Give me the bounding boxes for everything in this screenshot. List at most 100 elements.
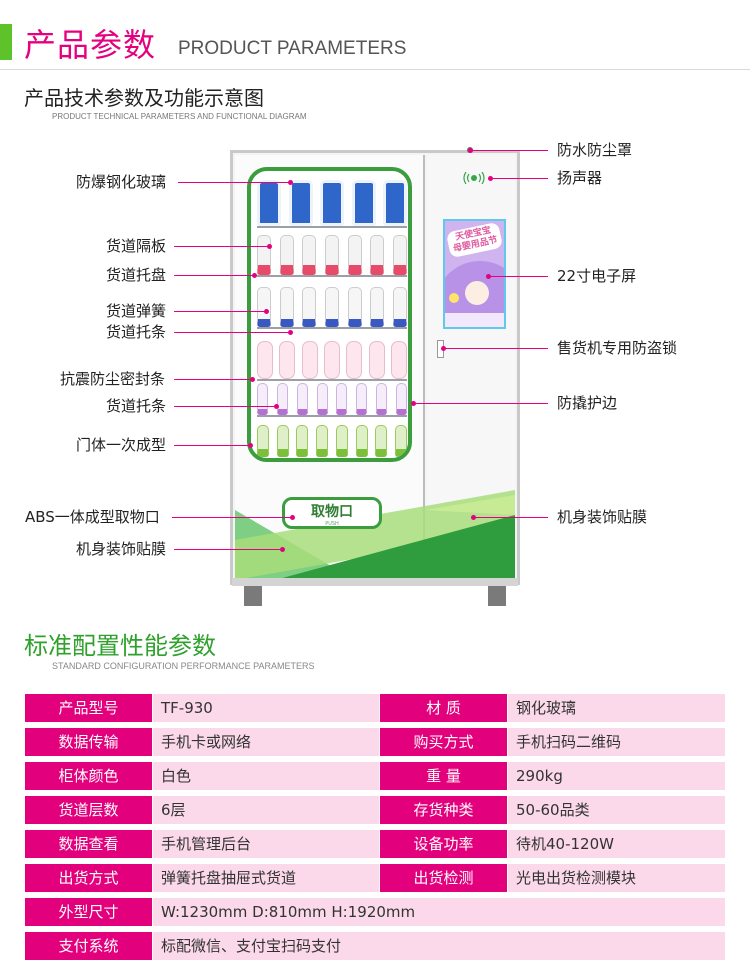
callout-screen: 22寸电子屏 xyxy=(557,267,637,285)
product-bottle-icon xyxy=(257,287,271,327)
table-row: 数据传输 手机卡或网络 购买方式 手机扫码二维码 xyxy=(25,728,725,756)
callout-dot xyxy=(280,547,285,552)
table-row: 产品型号 TF-930 材 质 钢化玻璃 xyxy=(25,694,725,722)
product-bottle-icon xyxy=(351,180,376,226)
product-bottle-icon xyxy=(368,341,385,379)
spec-label: 柜体颜色 xyxy=(25,762,152,790)
product-bottle-icon xyxy=(302,287,317,327)
product-bottle-icon xyxy=(324,235,339,275)
callout-channel-bracket-1: 货道托条 xyxy=(106,323,167,341)
callout-channel-bracket-2: 货道托条 xyxy=(106,397,167,415)
diagram-title: 产品技术参数及功能示意图 xyxy=(24,86,264,110)
product-bottle-icon xyxy=(335,425,348,457)
callout-dot xyxy=(264,309,269,314)
product-bottle-icon xyxy=(320,180,344,226)
baby-illustration-icon xyxy=(465,281,489,305)
callout-speaker: 扬声器 xyxy=(557,169,603,187)
spec-value: 标配微信、支付宝扫码支付 xyxy=(153,932,725,960)
product-bottle-icon xyxy=(276,425,289,457)
spec-label: 产品型号 xyxy=(25,694,152,722)
spec-value: 50-60品类 xyxy=(508,796,725,824)
product-bottle-icon xyxy=(279,341,296,379)
spec-value: 手机扫码二维码 xyxy=(508,728,725,756)
callout-body-film-right: 机身装饰贴膜 xyxy=(557,508,648,526)
callout-line xyxy=(174,406,276,407)
spec-label: 出货方式 xyxy=(25,864,152,892)
product-bottle-icon xyxy=(394,425,407,457)
callout-dot xyxy=(411,401,416,406)
product-bottle-icon xyxy=(276,383,288,415)
callout-channel-tray: 货道托盘 xyxy=(106,266,167,284)
spec-label: 材 质 xyxy=(380,694,507,722)
callout-body-film-left: 机身装饰贴膜 xyxy=(76,540,167,558)
machine-foot-right xyxy=(488,586,506,606)
callout-line xyxy=(415,403,548,404)
spec-label: 支付系统 xyxy=(25,932,152,960)
product-bottle-icon xyxy=(346,341,363,379)
callout-line xyxy=(174,275,254,276)
product-bottle-icon xyxy=(375,425,388,457)
shelf-row xyxy=(257,281,407,329)
callout-dot xyxy=(290,515,295,520)
callout-line xyxy=(492,178,548,179)
callout-dot xyxy=(288,180,293,185)
callout-line xyxy=(174,311,266,312)
product-bottle-icon xyxy=(257,341,273,379)
machine-foot-left xyxy=(244,586,262,606)
product-bottle-icon xyxy=(279,287,294,327)
product-bottle-icon xyxy=(355,425,368,457)
spec-label: 数据查看 xyxy=(25,830,152,858)
spec-value: TF-930 xyxy=(153,694,379,722)
product-bottle-icon xyxy=(395,383,407,415)
shelf-row xyxy=(257,381,407,417)
callout-channel-spring: 货道弹簧 xyxy=(106,302,167,320)
star-icon xyxy=(449,293,459,303)
product-bottle-icon xyxy=(370,235,385,275)
callout-dot xyxy=(488,176,493,181)
spec-value: 待机40-120W xyxy=(508,830,725,858)
callout-line xyxy=(174,246,269,247)
callout-dot xyxy=(252,273,257,278)
spec-label: 数据传输 xyxy=(25,728,152,756)
spec-label: 重 量 xyxy=(380,762,507,790)
spec-value: 白色 xyxy=(153,762,379,790)
table-row: 支付系统 标配微信、支付宝扫码支付 xyxy=(25,932,725,960)
product-bottle-icon xyxy=(257,425,269,457)
shelf-row xyxy=(257,173,407,228)
spec-label: 货道层数 xyxy=(25,796,152,824)
product-bottle-icon xyxy=(257,383,268,415)
callout-pry-guard: 防撬护边 xyxy=(557,394,618,412)
spec-label: 存货种类 xyxy=(380,796,507,824)
spec-value: 光电出货检测模块 xyxy=(508,864,725,892)
pickup-label: 取物口 xyxy=(311,504,353,520)
spec-value: 手机管理后台 xyxy=(153,830,379,858)
table-row: 柜体颜色 白色 重 量 290kg xyxy=(25,762,725,790)
product-bottle-icon xyxy=(257,235,271,275)
callout-dot xyxy=(486,274,491,279)
spec-value: 6层 xyxy=(153,796,379,824)
shelf-row xyxy=(257,333,407,381)
header-divider xyxy=(0,69,750,70)
pickup-label-en: PUSH xyxy=(325,521,339,527)
callout-dot xyxy=(267,244,272,249)
callout-line xyxy=(172,517,292,518)
callout-dot xyxy=(441,346,446,351)
callout-line xyxy=(445,348,548,349)
product-bottle-icon xyxy=(301,341,318,379)
spec-value: 钢化玻璃 xyxy=(508,694,725,722)
product-bottle-icon xyxy=(288,180,313,226)
spec-label: 购买方式 xyxy=(380,728,507,756)
shelf-row xyxy=(257,229,407,277)
speaker-icon xyxy=(463,172,485,184)
product-bottle-icon xyxy=(324,287,339,327)
callout-seal-strip: 抗震防尘密封条 xyxy=(60,370,166,388)
spec-label: 设备功率 xyxy=(380,830,507,858)
electronic-screen: 天使宝宝 母婴用品节 xyxy=(443,219,506,329)
product-bottle-icon xyxy=(392,235,407,275)
table-row: 出货方式 弹簧托盘抽屉式货道 出货检测 光电出货检测模块 xyxy=(25,864,725,892)
specs-title-en: STANDARD CONFIGURATION PERFORMANCE PARAM… xyxy=(52,661,315,671)
callout-dot xyxy=(274,404,279,409)
callout-line xyxy=(174,549,282,550)
page-title: 产品参数 xyxy=(24,26,157,64)
product-bottle-icon xyxy=(279,235,294,275)
